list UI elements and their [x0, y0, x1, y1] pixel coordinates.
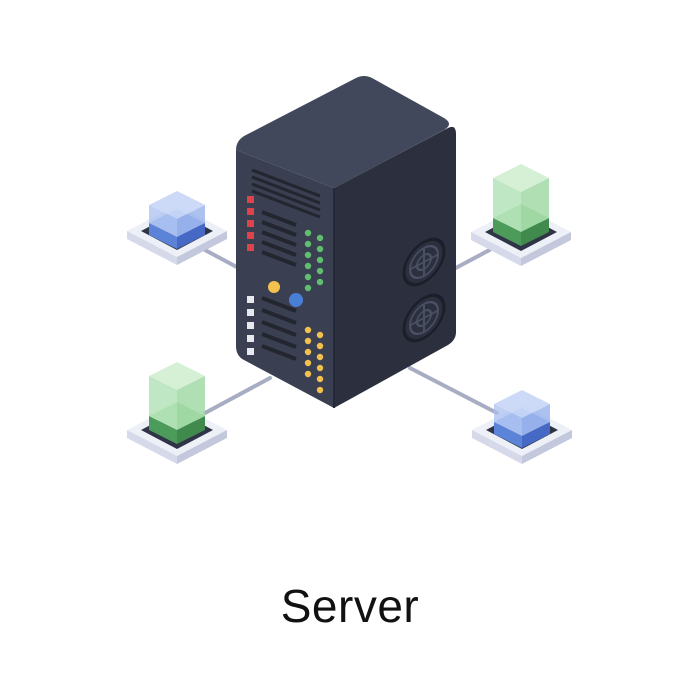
status-leds-red [247, 196, 254, 251]
fan-icon [402, 293, 446, 343]
status-leds-green [304, 229, 324, 292]
server-tower-icon [236, 76, 456, 408]
server-illustration [127, 76, 572, 464]
caption-title: Server [280, 580, 420, 632]
power-button-yellow [268, 281, 280, 293]
status-leds-white [247, 296, 254, 355]
power-button-blue [289, 293, 303, 307]
drive-bays [261, 210, 297, 361]
status-leds-yellow [304, 326, 324, 394]
green-cube-node-icon [127, 362, 227, 464]
blue-cube-node-icon [127, 191, 227, 265]
fan-icon [402, 237, 446, 287]
connector-bottom-left [203, 376, 272, 415]
green-cube-node-icon [471, 164, 571, 266]
connector-top-right [450, 244, 499, 272]
blue-cube-node-icon [472, 390, 572, 464]
vent-slots [251, 168, 321, 219]
connector-bottom-right [408, 366, 499, 415]
